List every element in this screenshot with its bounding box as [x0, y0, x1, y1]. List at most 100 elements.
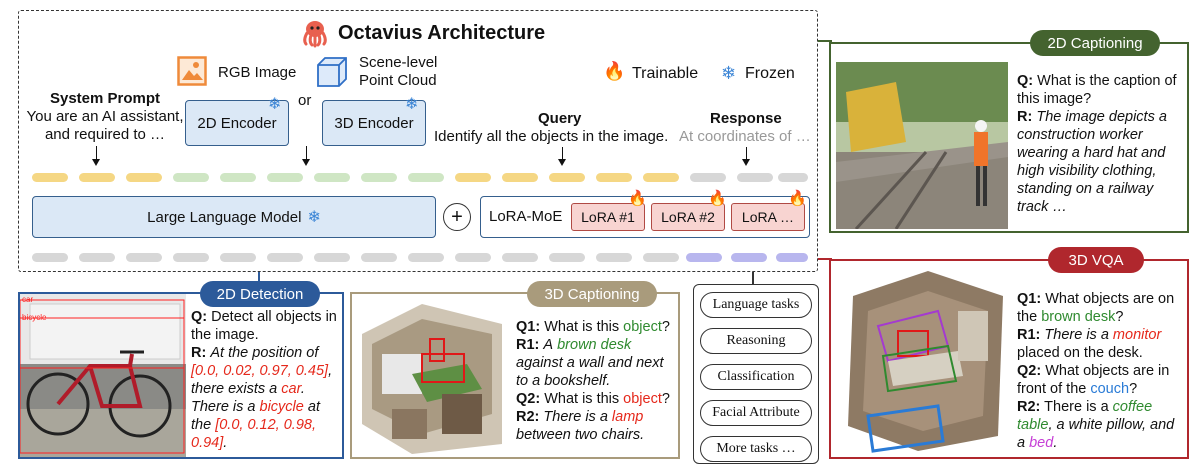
question: What objects are on the	[1017, 291, 1175, 325]
r-label: R:	[1017, 109, 1033, 125]
response-part: . There is a	[191, 381, 305, 415]
response-part: , there exists a	[191, 363, 333, 397]
image-icon	[177, 56, 207, 86]
car-coords: [0.0, 0.02, 0.97, 0.45]	[191, 363, 329, 379]
token	[455, 253, 491, 262]
system-prompt-line1: You are an AI assistant,	[26, 108, 184, 125]
llm-label: Large Language Model	[147, 208, 302, 226]
architecture-box	[18, 10, 818, 272]
token	[776, 253, 808, 262]
lamp-word: lamp	[611, 409, 644, 425]
arrow-line	[562, 147, 564, 160]
token	[314, 253, 350, 262]
token	[549, 173, 585, 182]
bicycle-photo	[20, 294, 186, 457]
system-prompt-title: System Prompt	[49, 90, 161, 107]
title-text: Octavius Architecture	[338, 21, 546, 44]
q2-label: Q2:	[516, 391, 541, 407]
connector-line	[258, 272, 260, 284]
captioning-3d-pill: 3D Captioning	[527, 281, 657, 307]
token	[267, 253, 303, 262]
response-title: Response	[710, 110, 782, 127]
trainable-label: Trainable	[632, 65, 699, 82]
token	[731, 253, 767, 262]
question: Detect all objects in the image.	[191, 309, 337, 343]
monitor-word: monitor	[1112, 327, 1162, 343]
encoder-2d-label: 2D Encoder	[197, 114, 277, 132]
fire-icon: 🔥	[603, 61, 626, 81]
couch-word: couch	[1090, 381, 1130, 397]
fire-icon: 🔥	[628, 190, 647, 207]
q2-label: Q2:	[1017, 363, 1042, 379]
response-part: There is a	[1044, 327, 1109, 343]
lora-expert-1: LoRA #1	[571, 203, 645, 231]
response-part: at the	[191, 399, 320, 433]
task-column	[693, 284, 819, 464]
fire-icon: 🔥	[788, 190, 807, 207]
q1-label: Q1:	[516, 319, 541, 335]
token	[173, 173, 209, 182]
captioning-2d-panel	[829, 42, 1189, 233]
captioning-2d-text: Q: What is the caption of this image? R:…	[1017, 72, 1182, 216]
r1-label: R1:	[516, 337, 540, 353]
arrow-line	[746, 147, 748, 160]
lora-expert-2: LoRA #2	[651, 203, 725, 231]
captioning-2d-pill: 2D Captioning	[1030, 30, 1160, 56]
token	[79, 253, 115, 262]
token	[220, 173, 256, 182]
r2-label: R2:	[1017, 399, 1041, 415]
arrow-head	[92, 159, 100, 166]
detection-2d-panel	[18, 292, 344, 459]
question: What is this	[544, 319, 620, 335]
point-cloud-label-line2: Point Cloud	[359, 72, 437, 89]
query-title: Query	[538, 110, 582, 127]
question-mark: ?	[1129, 381, 1138, 397]
response: The image depicts a construction worker …	[1017, 109, 1167, 215]
response-part: against a wall and next to a bookshelf.	[516, 355, 664, 389]
connector-line	[752, 272, 754, 284]
vqa-3d-pill: 3D VQA	[1048, 247, 1144, 273]
token	[32, 173, 68, 182]
token	[126, 173, 162, 182]
arrow-head	[742, 159, 750, 166]
room-point-cloud	[838, 266, 1010, 456]
response-part: There is a	[1044, 399, 1109, 415]
cube-icon	[317, 57, 347, 87]
lora-moe-label: LoRA-MoE	[489, 208, 563, 225]
arrow-head	[558, 159, 566, 166]
question: What is this	[544, 391, 620, 407]
snowflake-icon: ❄	[405, 96, 419, 113]
token	[32, 253, 68, 262]
token	[220, 253, 256, 262]
query-text: Identify all the objects in the image.	[434, 128, 669, 145]
token	[643, 173, 679, 182]
connector-line	[818, 258, 832, 260]
token	[408, 173, 444, 182]
octopus-icon	[303, 21, 327, 48]
response-text: At coordinates of …	[679, 128, 811, 145]
token	[126, 253, 162, 262]
encoder-3d-label: 3D Encoder	[334, 114, 414, 132]
token	[267, 173, 303, 182]
bicycle-word: bicycle	[259, 399, 304, 415]
connector-line	[818, 40, 832, 42]
task-more: More tasks …	[700, 436, 812, 462]
vqa-3d-panel	[829, 259, 1189, 459]
detection-2d-pill: 2D Detection	[200, 281, 320, 307]
question-mark: ?	[661, 319, 670, 335]
lora-expert-3: LoRA …	[731, 203, 805, 231]
q1-label: Q1:	[1017, 291, 1042, 307]
response-part: placed on the desk.	[1017, 345, 1143, 361]
snowflake-icon: ❄	[307, 209, 321, 226]
task-classification: Classification	[700, 364, 812, 390]
car-box-label: car	[22, 295, 34, 304]
object-word: object	[623, 391, 662, 407]
token	[690, 173, 726, 182]
q-label: Q:	[191, 309, 208, 325]
snowflake-icon: ❄	[268, 96, 282, 113]
railway-photo	[836, 62, 1008, 229]
object-word: object	[623, 319, 662, 335]
token	[361, 253, 397, 262]
brown-desk-word: brown desk	[1041, 309, 1116, 325]
response-part: A	[543, 337, 554, 353]
